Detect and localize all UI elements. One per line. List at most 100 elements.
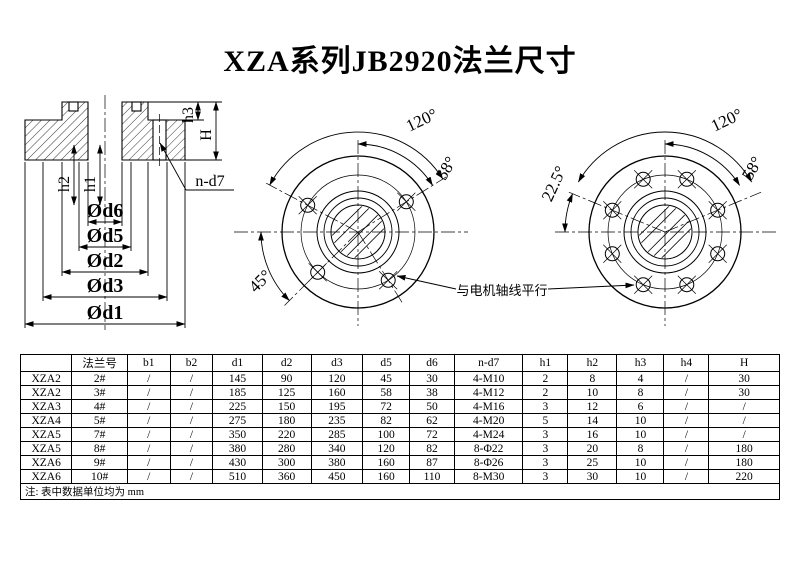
value-cell: /: [169, 413, 214, 428]
value-cell: 2#: [71, 371, 128, 386]
value-cell: 10#: [71, 469, 128, 484]
value-cell: 16: [567, 427, 618, 442]
value-cell: /: [663, 371, 710, 386]
nd7-leader: [159, 142, 187, 191]
arc-58: [357, 141, 433, 186]
model-cell: XZA6: [19, 469, 73, 484]
hub-slot: [68, 101, 79, 112]
value-cell: 4-M16: [453, 399, 524, 414]
value-cell: 120: [310, 371, 364, 386]
flange-section-left-half: [24, 101, 89, 161]
value-cell: 160: [362, 455, 411, 470]
dim-label-d6: Ød6: [87, 200, 124, 222]
value-cell: 10: [616, 413, 665, 428]
value-cell: /: [126, 413, 171, 428]
value-cell: 45: [362, 371, 411, 386]
value-cell: 5#: [71, 413, 128, 428]
value-cell: /: [663, 413, 710, 428]
value-cell: 450: [310, 469, 364, 484]
front-view-8hole-labels: 120° 58° 22.5°: [538, 105, 767, 205]
model-cell: XZA6: [19, 455, 73, 470]
value-cell: 82: [362, 413, 411, 428]
value-cell: 8: [616, 385, 665, 400]
value-cell: 3#: [71, 385, 128, 400]
section-dimensions: [24, 101, 234, 328]
bolt-hole: [310, 264, 326, 280]
value-cell: /: [169, 385, 214, 400]
value-cell: /: [126, 399, 171, 414]
radial-centerline: [357, 231, 404, 306]
value-cell: 110: [409, 469, 455, 484]
value-cell: 30: [567, 469, 618, 484]
arc-120: [269, 131, 444, 186]
value-cell: /: [663, 441, 710, 456]
value-cell: 30: [409, 371, 455, 386]
value-cell: 5: [522, 413, 569, 428]
value-cell: 360: [261, 469, 312, 484]
value-cell: /: [169, 399, 214, 414]
value-cell: /: [169, 441, 214, 456]
value-cell: 6: [616, 399, 665, 414]
arc-45: [258, 231, 290, 301]
value-cell: 72: [362, 399, 411, 414]
dim-label-h1: h1: [82, 176, 99, 192]
value-cell: /: [708, 399, 780, 414]
column-header: b2: [169, 354, 214, 372]
value-cell: 185: [212, 385, 263, 400]
dim-label-d2: Ød2: [87, 250, 124, 272]
value-cell: 3: [522, 427, 569, 442]
value-cell: 125: [261, 385, 312, 400]
value-cell: 380: [310, 455, 364, 470]
value-cell: 220: [261, 427, 312, 442]
value-cell: 380: [212, 441, 263, 456]
value-cell: 3: [522, 399, 569, 414]
value-cell: 58: [362, 385, 411, 400]
value-cell: 87: [409, 455, 455, 470]
value-cell: 195: [310, 399, 364, 414]
angle-label-58: 58°: [738, 153, 766, 183]
angle-label-45: 45°: [245, 266, 275, 296]
bolt-hole: [635, 277, 651, 293]
value-cell: 300: [261, 455, 312, 470]
value-cell: 90: [261, 371, 312, 386]
value-cell: /: [169, 371, 214, 386]
value-cell: 160: [310, 385, 364, 400]
bore-spline-lines: [639, 206, 691, 258]
value-cell: 10: [616, 469, 665, 484]
angle-label-120: 120°: [708, 105, 745, 136]
dim-label-d5: Ød5: [87, 225, 124, 247]
value-cell: 12: [567, 399, 618, 414]
value-cell: /: [708, 413, 780, 428]
value-cell: 82: [409, 441, 455, 456]
value-cell: 3: [522, 441, 569, 456]
model-cell: XZA2: [19, 385, 73, 400]
bore-spline-lines: [332, 206, 384, 258]
value-cell: 180: [708, 455, 780, 470]
value-cell: 4-M24: [453, 427, 524, 442]
column-header: b1: [126, 354, 171, 372]
table-note-row: 注: 表中数据单位均为 mm: [20, 483, 780, 500]
value-cell: /: [663, 455, 710, 470]
value-cell: /: [663, 385, 710, 400]
value-cell: 10: [616, 427, 665, 442]
radial-centerline: [266, 182, 359, 233]
value-cell: 510: [212, 469, 263, 484]
column-header: d3: [310, 354, 364, 372]
column-header: H: [708, 354, 780, 372]
model-cell: XZA3: [19, 399, 73, 414]
value-cell: /: [126, 469, 171, 484]
value-cell: 30: [708, 371, 780, 386]
radial-centerline: [664, 191, 762, 233]
value-cell: 8-Φ26: [453, 455, 524, 470]
value-cell: /: [663, 469, 710, 484]
model-cell: XZA4: [19, 413, 73, 428]
value-cell: 2: [522, 385, 569, 400]
value-cell: /: [169, 469, 214, 484]
